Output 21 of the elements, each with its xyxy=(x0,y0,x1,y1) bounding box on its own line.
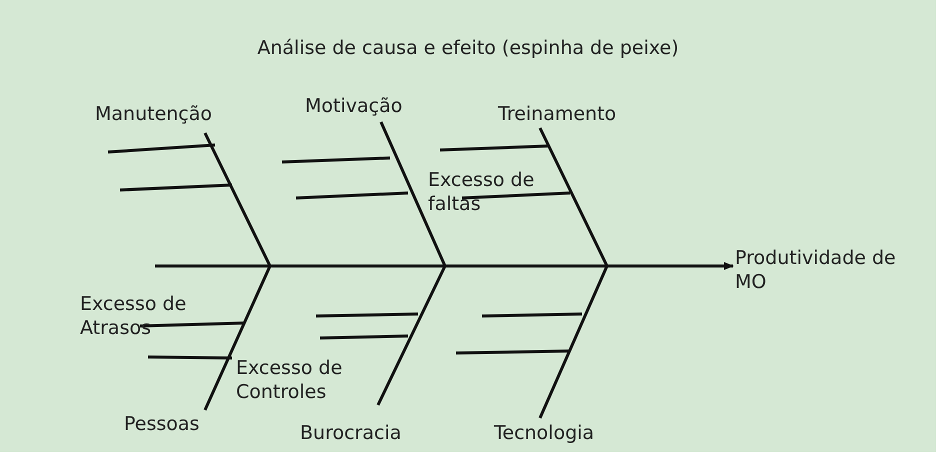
category-label: Burocracia xyxy=(300,421,440,445)
bone-line xyxy=(538,127,608,267)
category-label: Tecnologia xyxy=(494,421,634,445)
effect-label: Produtividade de MO xyxy=(735,246,925,294)
bone-line xyxy=(538,265,608,419)
branch-line xyxy=(148,356,232,360)
cause-label: Excesso de Controles xyxy=(236,356,356,404)
branch-line xyxy=(140,322,246,328)
bone-line xyxy=(204,265,272,411)
category-label: Pessoas xyxy=(124,412,244,436)
category-label: Treinamento xyxy=(498,102,658,126)
category-label: Motivação xyxy=(305,94,445,118)
category-label: Manutenção xyxy=(95,102,255,126)
cause-label: Excesso de Atrasos xyxy=(80,292,200,340)
diagram-title: Análise de causa e efeito (espinha de peixe) xyxy=(256,36,680,60)
bone-line xyxy=(380,121,446,267)
cause-label: Excesso de faltas xyxy=(428,168,558,216)
branch-line xyxy=(462,192,570,200)
spine-arrow xyxy=(155,262,734,270)
bone-line xyxy=(376,265,446,406)
bone-line xyxy=(204,132,272,267)
